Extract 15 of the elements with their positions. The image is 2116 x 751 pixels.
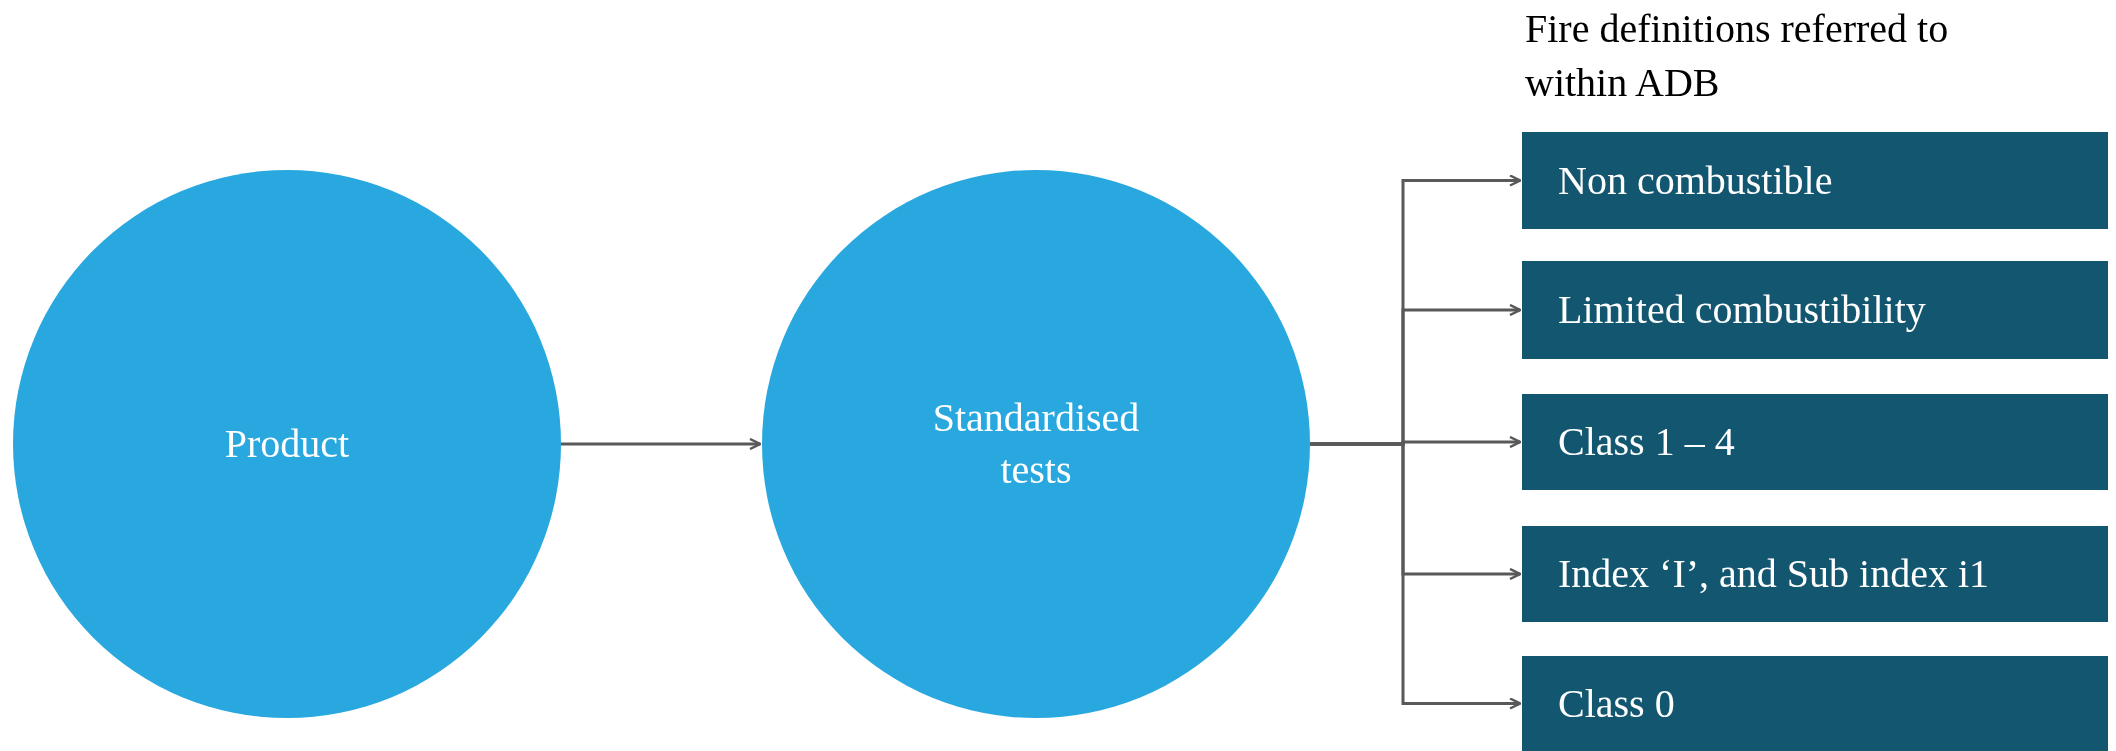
node-text: Standardised tests <box>931 394 1141 494</box>
node-text: Limited combustibility <box>1558 286 1927 334</box>
definition-box <box>1522 261 2108 359</box>
arrow <box>561 437 762 451</box>
definition-box <box>1522 656 2108 751</box>
node-text: Class 1 – 4 <box>1558 418 1736 466</box>
node-text: Class 0 <box>1558 679 1676 728</box>
definition-box <box>1522 526 2108 622</box>
node-text: Non combustible <box>1558 156 1834 205</box>
definition-box <box>1522 394 2108 490</box>
node-text: Index ‘I’, and Sub index i1 <box>1558 550 1990 598</box>
definition-box <box>1522 132 2108 229</box>
node-text: Product <box>224 420 350 468</box>
column-heading: Fire definitions referred to within ADB <box>1525 5 1950 107</box>
arrow <box>1310 442 1522 710</box>
